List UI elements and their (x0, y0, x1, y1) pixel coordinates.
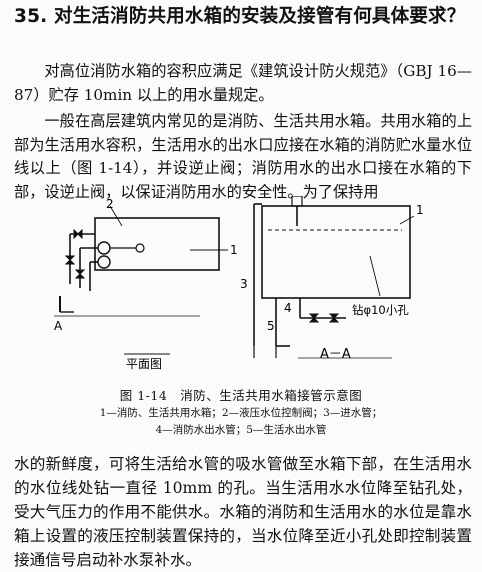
callout-3: 3 (240, 277, 248, 291)
legend-line-1: 1—消防、生活共用水箱；2—液压水位控制阀；3—进水管； (99, 407, 383, 419)
paragraph-shared-tank: 一般在高层建筑内常见的是消防、生活共用水箱。共用水箱的上部为生活用水容积，生活用… (14, 112, 472, 201)
callout-1-section: 1 (416, 203, 424, 217)
callout-5: 5 (267, 319, 275, 333)
callout-2-plan: 2 (106, 197, 114, 211)
figure-caption: 图 1-14 消防、生活共用水箱接管示意图 (119, 388, 363, 403)
section-view-label: A－A (320, 347, 351, 362)
section-marker-a: A (54, 319, 63, 333)
section-tank-outline (261, 205, 411, 299)
question-heading: 35. 对生活消防共用水箱的安装及接管有何具体要求？ (14, 4, 474, 30)
plan-view-drawing (54, 205, 228, 355)
callout-4: 4 (284, 301, 292, 315)
paragraph-freshness: 水的新鲜度，可将生活给水管的吸水管做至水箱下部，在生活用水的水位线处钻一直径 1… (14, 455, 472, 569)
plan-tank-outline (94, 217, 220, 271)
hole-annotation: 钻φ10小孔 (352, 303, 409, 317)
question-title: 对生活消防共用水箱的安装及接管有何具体要求？ (54, 6, 466, 27)
document-page: 35. 对生活消防共用水箱的安装及接管有何具体要求？ 对高位消防水箱的容积应满足… (0, 4, 482, 569)
callout-1-plan: 1 (230, 243, 238, 257)
paragraph-volume-rule: 对高位消防水箱的容积应满足《建筑设计防火规范》（GBJ 16—87）贮存 10m… (14, 62, 472, 104)
section-view-drawing (253, 196, 415, 359)
tank-piping-figure: 2 1 A 平面图 3 4 5 1 钻φ10小孔 A－A (54, 196, 424, 371)
figure-legend: 1—消防、生活共用水箱；2—液压水位控制阀；3—进水管； 4—消防水出水管；5—… (0, 405, 482, 439)
plan-view-label: 平面图 (126, 357, 162, 371)
legend-line-2: 4—消防水出水管；5—生活水出水管 (155, 424, 327, 436)
question-number: 35. (14, 6, 48, 27)
